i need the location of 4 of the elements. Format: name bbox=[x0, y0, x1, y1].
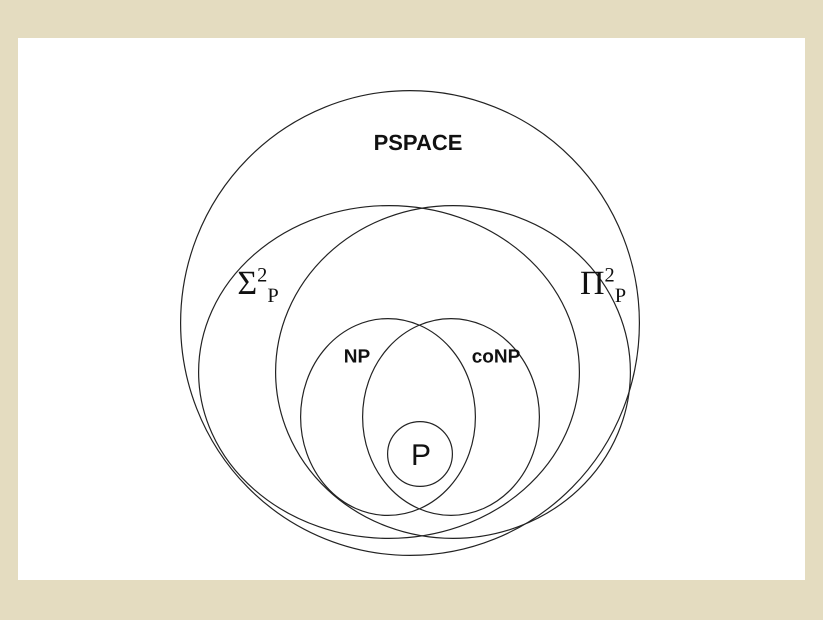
class-label: NP bbox=[344, 348, 370, 366]
class-label: PSPACE bbox=[374, 132, 462, 154]
class-label: P bbox=[411, 441, 431, 471]
class-label: coNP bbox=[472, 348, 520, 366]
